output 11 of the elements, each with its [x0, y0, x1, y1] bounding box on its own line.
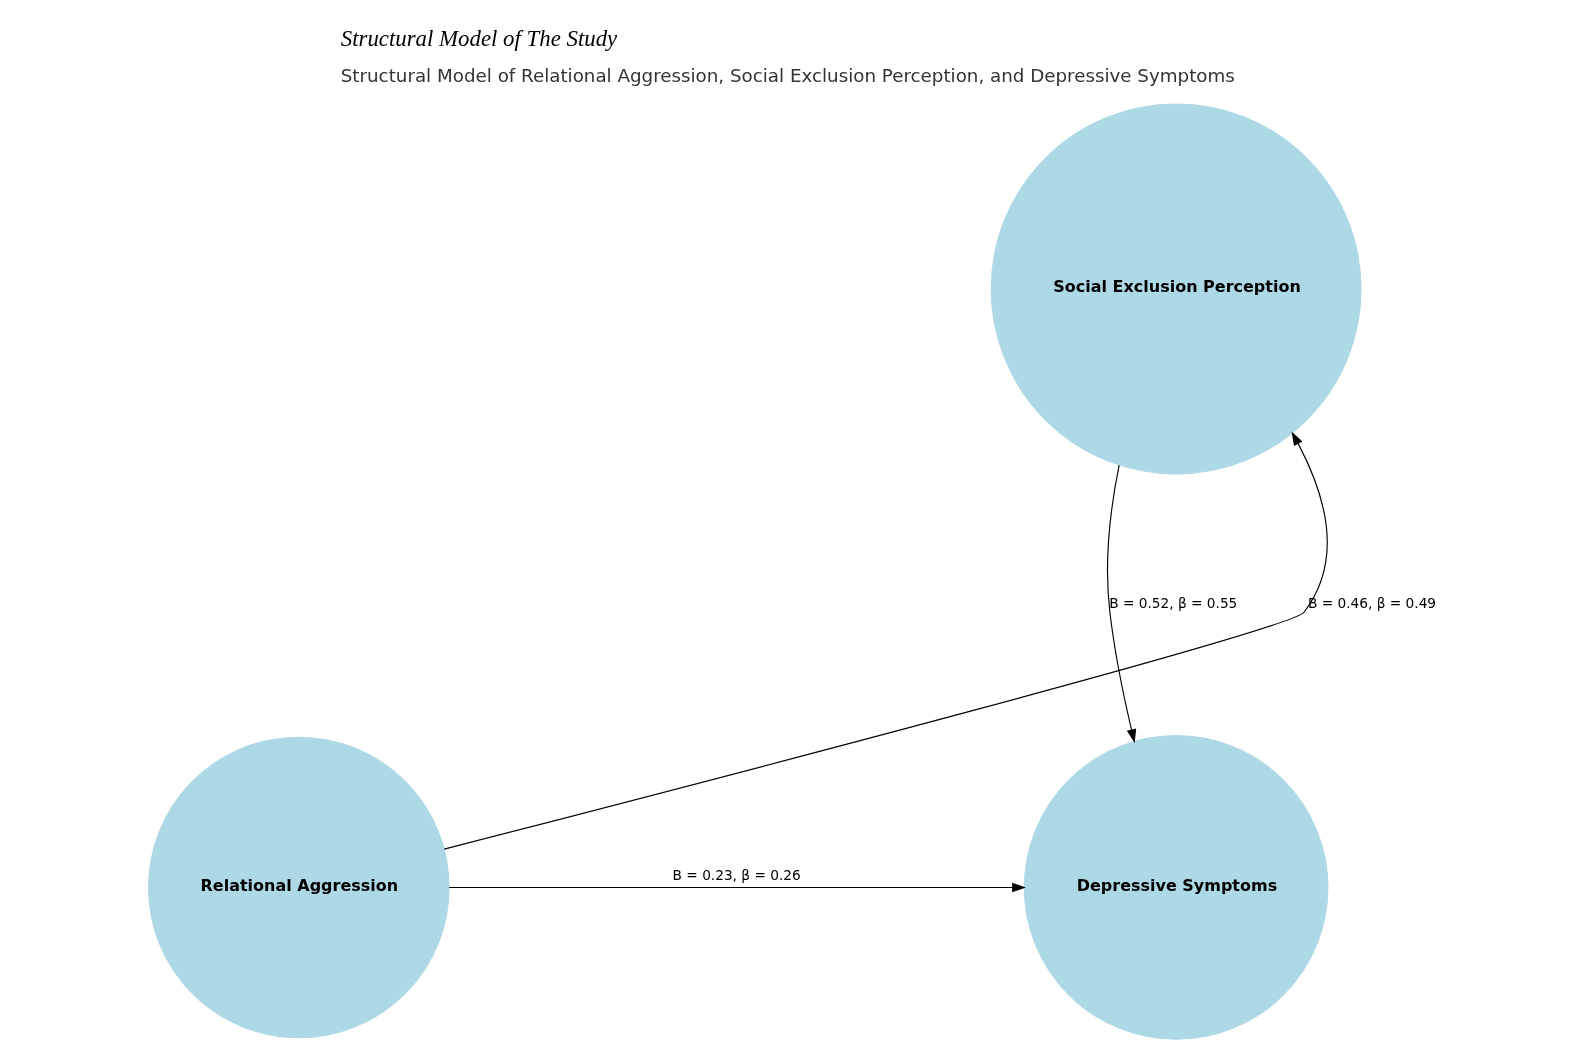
edge-label: B = 0.46, β = 0.49 — [1307, 595, 1436, 612]
arrow — [443, 431, 1328, 850]
caption: Structural Model of Relational Aggression, Social Exclusion Perception, and Depressive Symptoms — [340, 65, 1235, 87]
arrow — [448, 882, 1026, 893]
edge-label: B = 0.52, β = 0.55 — [1108, 595, 1237, 612]
node-circle: Relational Aggression — [147, 736, 450, 1039]
arrow — [1106, 464, 1136, 743]
node-circle: Depressive Symptoms — [1023, 735, 1328, 1040]
diagram-title: Structural Model of The Study — [340, 25, 617, 51]
node-circle: Social Exclusion Perception — [990, 103, 1362, 475]
edge-label: B = 0.23, β = 0.26 — [672, 867, 801, 884]
